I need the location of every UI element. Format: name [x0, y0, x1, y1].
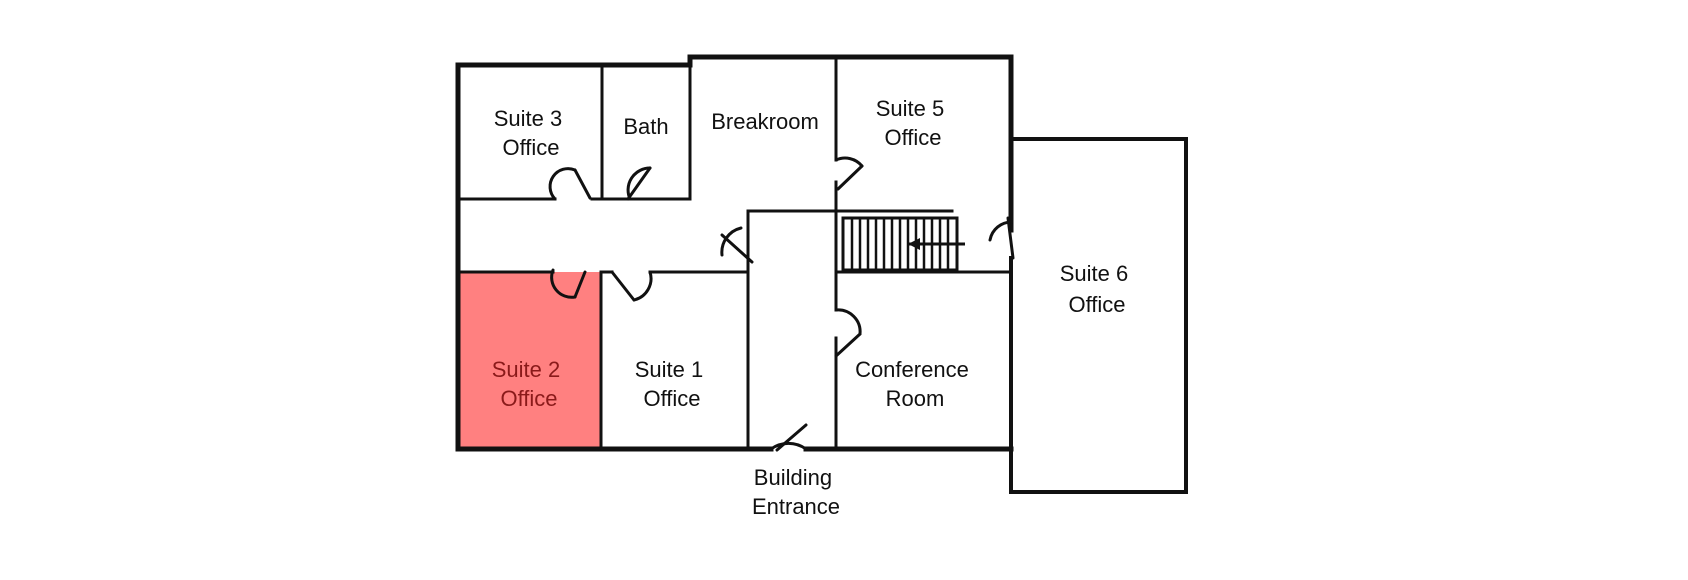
bath-label: Bath: [623, 114, 668, 139]
suite-2-highlight[interactable]: [458, 272, 601, 449]
door-corridor[interactable]: [720, 226, 754, 264]
suite-5-label: Suite 5 Office: [876, 96, 951, 150]
door-suite-6[interactable]: [988, 216, 1015, 260]
room-labels: Suite 3 Office Bath Breakroom Suite 5 Of…: [492, 96, 1135, 519]
door-suite-5[interactable]: [834, 156, 864, 191]
door-suite-3[interactable]: [548, 167, 592, 201]
door-conference[interactable]: [834, 308, 862, 358]
doors: [548, 156, 1015, 452]
suite-2-label: Suite 2 Office: [492, 357, 567, 411]
staircase: [841, 216, 965, 272]
suite-1-label: Suite 1 Office: [635, 357, 710, 411]
suite-3-label: Suite 3 Office: [494, 106, 569, 160]
door-suite-2[interactable]: [550, 268, 587, 299]
door-building-entrance[interactable]: [769, 423, 808, 452]
door-bath[interactable]: [626, 166, 652, 201]
outer-walls: [455, 54, 1188, 494]
breakroom-label: Breakroom: [711, 109, 819, 134]
building-entrance-label: Building Entrance: [752, 465, 840, 519]
suite-6-label: Suite 6 Office: [1060, 261, 1135, 317]
conference-room-label: Conference Room: [855, 357, 975, 411]
door-suite-1[interactable]: [610, 270, 653, 302]
